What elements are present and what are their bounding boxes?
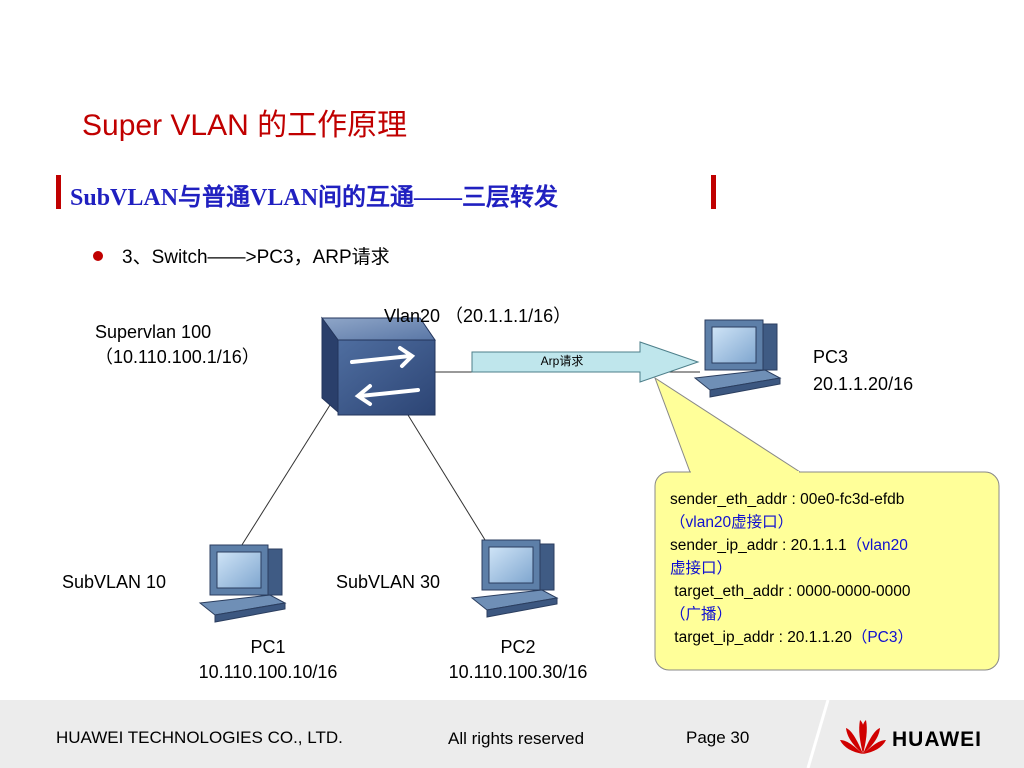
footer-bar [0, 700, 1024, 768]
link-switch-pc2 [407, 414, 491, 549]
callout-box-shape [654, 471, 1000, 671]
target-eth-line: target_eth_addr : 0000-0000-0000 [670, 583, 911, 600]
arp-label: Arp请求 [540, 354, 584, 368]
huawei-logo-icon [840, 720, 886, 754]
pc2-name: PC2 [500, 637, 536, 657]
pc1-ip: 10.110.100.10/16 [198, 662, 338, 682]
network-diagram [198, 316, 1000, 671]
footer-page-number: Page 30 [686, 728, 750, 747]
subvlan30-label: SubVLAN 30 [336, 572, 441, 592]
supervlan-label: Supervlan 100 [95, 322, 212, 342]
pc1-name: PC1 [250, 637, 286, 657]
pc3-ip: 20.1.1.20/16 [813, 374, 914, 394]
subvlan10-label: SubVLAN 10 [62, 572, 167, 592]
bullet-dot [93, 251, 103, 261]
sender-ip-note-a: （vlan20 [846, 537, 908, 554]
footer-divider [806, 700, 830, 768]
sender-eth-note: （vlan20虚接口） [670, 514, 794, 531]
sender-ip-note-b: 虚接口） [670, 560, 733, 577]
target-ip-line: target_ip_addr : 20.1.1.20（PC3） [670, 626, 995, 649]
pc1-computer-icon [198, 544, 287, 623]
subtitle-left-bar [56, 175, 61, 209]
vlan20-label: Vlan20 （20.1.1.1/16） [384, 306, 572, 326]
page-title: Super VLAN 的工作原理 [82, 109, 408, 142]
subtitle-right-bar [711, 175, 716, 209]
huawei-brand: HUAWEI [892, 728, 982, 751]
sender-ip-line: sender_ip_addr : 20.1.1.1（vlan20 [670, 534, 995, 557]
target-ip-note: （PC3） [851, 629, 913, 646]
pc2-computer-icon [470, 539, 559, 618]
pc3-computer-icon [693, 319, 782, 398]
arp-arrow [471, 341, 700, 383]
target-ip-text: target_ip_addr : 20.1.1.20 [670, 629, 852, 646]
footer-company: HUAWEI TECHNOLOGIES CO., LTD. [56, 728, 343, 747]
bullet-text: 3、Switch——>PC3，ARP请求 [122, 247, 390, 268]
arp-packet-callout: sender_eth_addr : 00e0-fc3d-efdb （vlan20… [670, 488, 995, 649]
sender-eth-line: sender_eth_addr : 00e0-fc3d-efdb [670, 491, 905, 508]
target-eth-note: （广播） [670, 606, 733, 623]
supervlan-ip-label: （10.110.100.1/16） [95, 347, 260, 367]
link-switch-pc1 [239, 404, 331, 549]
pc2-ip: 10.110.100.30/16 [448, 662, 588, 682]
section-subtitle: SubVLAN与普通VLAN间的互通——三层转发 [70, 185, 559, 211]
footer-rights: All rights reserved [448, 729, 585, 748]
switch-icon [321, 316, 436, 416]
sender-ip-text: sender_ip_addr : 20.1.1.1 [670, 537, 847, 554]
pc3-name: PC3 [813, 347, 849, 367]
